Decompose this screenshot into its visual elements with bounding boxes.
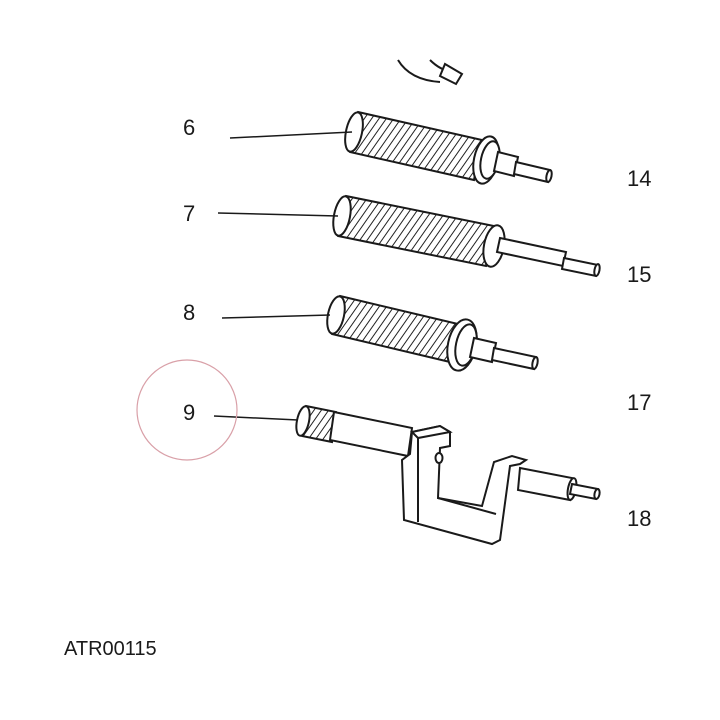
- drawing-code: ATR00115: [64, 638, 157, 660]
- drift-tool-8: [326, 294, 539, 372]
- callout-6: 6: [183, 115, 196, 140]
- leader-lines: [213, 131, 353, 421]
- leader-6: [229, 131, 353, 139]
- partial-tool-top: [397, 59, 464, 86]
- callout-17: 17: [627, 390, 652, 415]
- leader-8: [221, 314, 331, 319]
- callout-18: 18: [627, 506, 652, 531]
- drift-tool-6: [344, 110, 553, 185]
- callout-8: 8: [183, 300, 196, 325]
- callout-9: 9: [183, 400, 196, 425]
- leader-9: [213, 415, 299, 421]
- callout-15: 15: [627, 262, 652, 287]
- callout-7: 7: [183, 201, 196, 226]
- callout-14: 14: [627, 166, 652, 191]
- highlight-circle: [136, 359, 238, 461]
- drift-tool-7: [332, 194, 601, 278]
- leader-7: [217, 212, 339, 217]
- bracket-tool-9: [295, 404, 601, 546]
